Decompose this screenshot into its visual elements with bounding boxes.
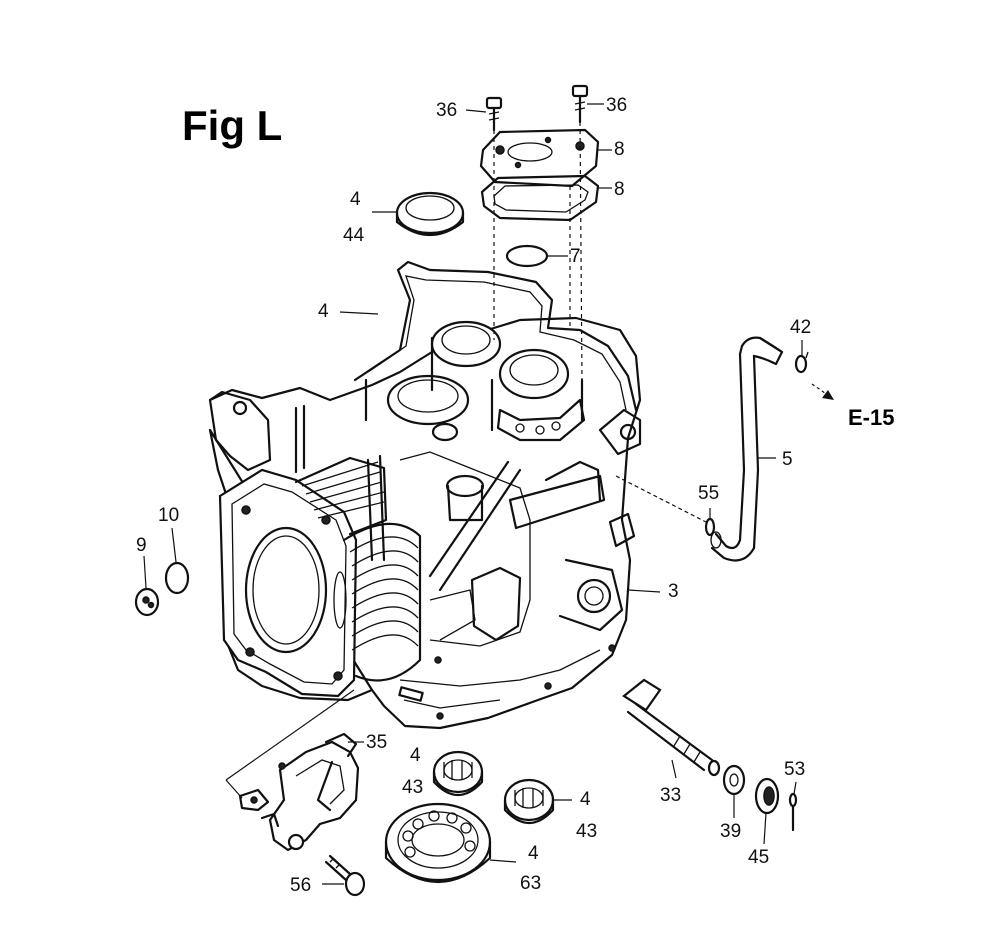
callout-33: 33 — [660, 785, 682, 806]
callout-63: 63 — [520, 873, 542, 894]
callout-36-right: 36 — [606, 95, 628, 116]
clip-55 — [704, 517, 716, 537]
callout-39: 39 — [720, 821, 742, 842]
callout-36-left: 36 — [436, 100, 458, 121]
callout-45: 45 — [748, 847, 770, 868]
callout-44: 44 — [343, 225, 365, 246]
pin-53 — [788, 792, 798, 832]
ball-bearing-63 — [384, 802, 492, 884]
crankcase-3 — [208, 260, 642, 730]
seal-10 — [164, 561, 190, 595]
callout-10: 10 — [158, 505, 180, 526]
callout-8-cover: 8 — [614, 139, 625, 160]
bolt-56 — [324, 854, 366, 897]
callout-5: 5 — [782, 449, 793, 470]
figure-title: Fig L — [182, 102, 283, 149]
callout-43-right: 43 — [576, 821, 598, 842]
governor-assembly — [238, 732, 360, 852]
callout-42: 42 — [790, 317, 812, 338]
callout-3: 3 — [668, 581, 679, 602]
breather-gasket-8 — [480, 174, 600, 222]
drain-bolt-33 — [622, 678, 721, 777]
callout-43-left: 43 — [402, 777, 424, 798]
oil-seal-45 — [754, 777, 780, 815]
reference-e15: E-15 — [848, 405, 895, 430]
callout-4-bearing-right: 4 — [580, 789, 591, 810]
leader-lines — [143, 103, 803, 885]
callout-56: 56 — [290, 875, 312, 896]
needle-bearing-43-right — [503, 778, 555, 825]
plug-9 — [134, 587, 160, 617]
callout-4-ball-bearing: 4 — [528, 843, 539, 864]
needle-bearing-43-left — [432, 750, 484, 797]
callout-9: 9 — [136, 535, 147, 556]
callout-53: 53 — [784, 759, 806, 780]
arrow-to-e15 — [811, 383, 834, 400]
breather-cover-8 — [479, 128, 600, 188]
callout-4-crankcase: 4 — [318, 301, 329, 322]
clip-42 — [794, 351, 809, 374]
bolt-36-left — [485, 96, 503, 132]
bolt-36-right — [571, 84, 589, 124]
callout-35: 35 — [366, 732, 388, 753]
breather-tube-5 — [710, 336, 784, 562]
o-ring-7 — [505, 244, 549, 268]
washer-39 — [722, 764, 746, 796]
callout-7: 7 — [570, 246, 581, 267]
callout-55: 55 — [698, 483, 720, 504]
callout-4-bearing-left: 4 — [410, 745, 421, 766]
oil-seal-44 — [395, 191, 465, 236]
callout-4-seal: 4 — [350, 189, 361, 210]
callout-8-gasket: 8 — [614, 179, 625, 200]
